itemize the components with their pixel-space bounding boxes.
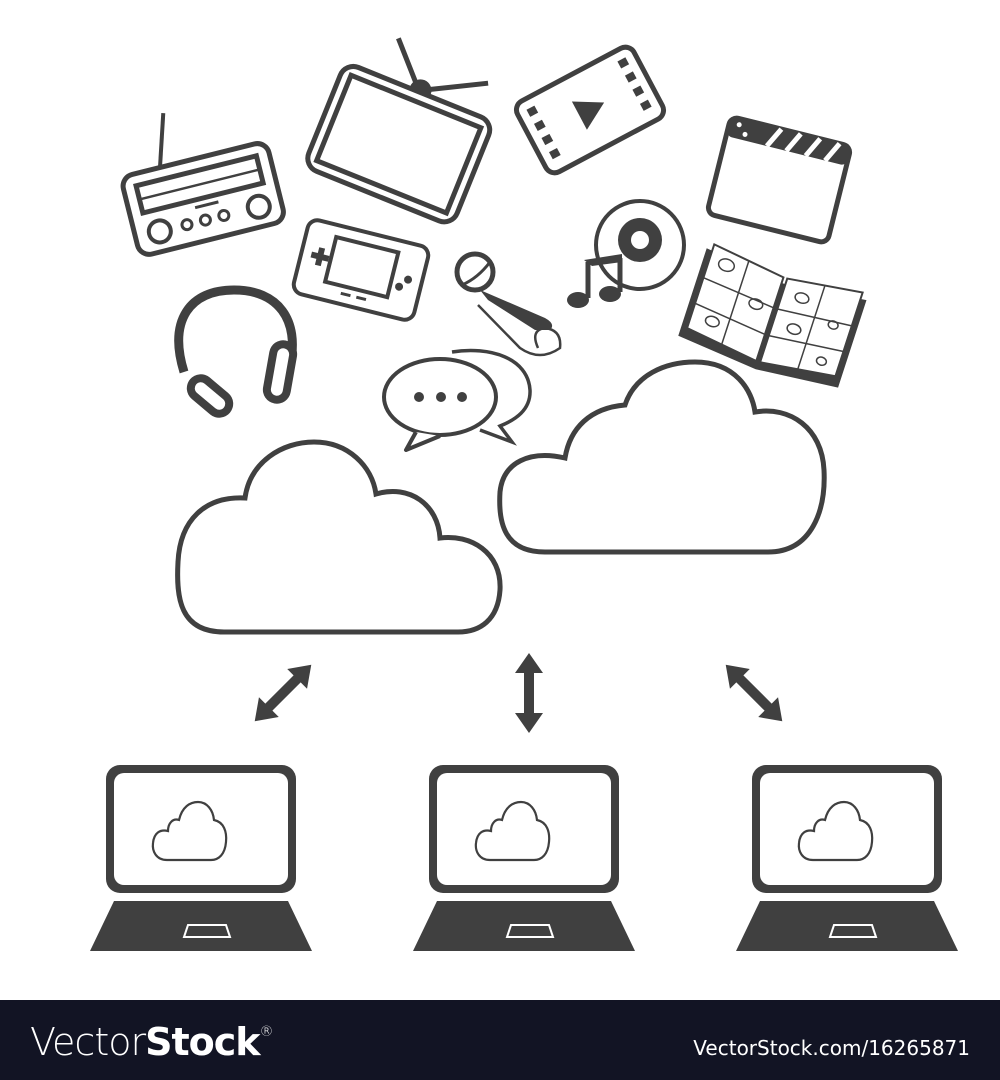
microphone-icon xyxy=(454,251,562,357)
handheld-game-console-icon xyxy=(291,218,431,322)
video-film-icon xyxy=(513,44,667,176)
arrow-vertical-center xyxy=(515,653,543,733)
registered-mark: ® xyxy=(259,1024,274,1040)
brand-bold: Stock xyxy=(145,1020,260,1064)
chat-bubbles-icon xyxy=(382,348,532,452)
cloud-right xyxy=(497,359,827,555)
laptop-center xyxy=(411,763,637,953)
music-disc-note-icon xyxy=(567,199,686,308)
headphones-icon xyxy=(174,285,298,418)
clapperboard-icon xyxy=(705,115,853,245)
laptop-right xyxy=(734,763,960,953)
arrow-diagonal-left xyxy=(244,654,322,732)
comic-book-icon xyxy=(678,242,867,388)
laptop-left xyxy=(88,763,314,953)
cloud-network-diagram xyxy=(88,37,960,953)
brand-logo: VectorStock® xyxy=(30,1020,274,1064)
cloud-left xyxy=(175,439,503,635)
watermark-footer: VectorStock® VectorStock.com/16265871 xyxy=(0,1000,1000,1080)
radio-icon xyxy=(120,112,286,257)
television-icon xyxy=(305,37,493,225)
brand-light: Vector xyxy=(30,1020,146,1064)
image-reference: VectorStock.com/16265871 xyxy=(693,1036,970,1060)
arrow-diagonal-right xyxy=(715,654,793,732)
